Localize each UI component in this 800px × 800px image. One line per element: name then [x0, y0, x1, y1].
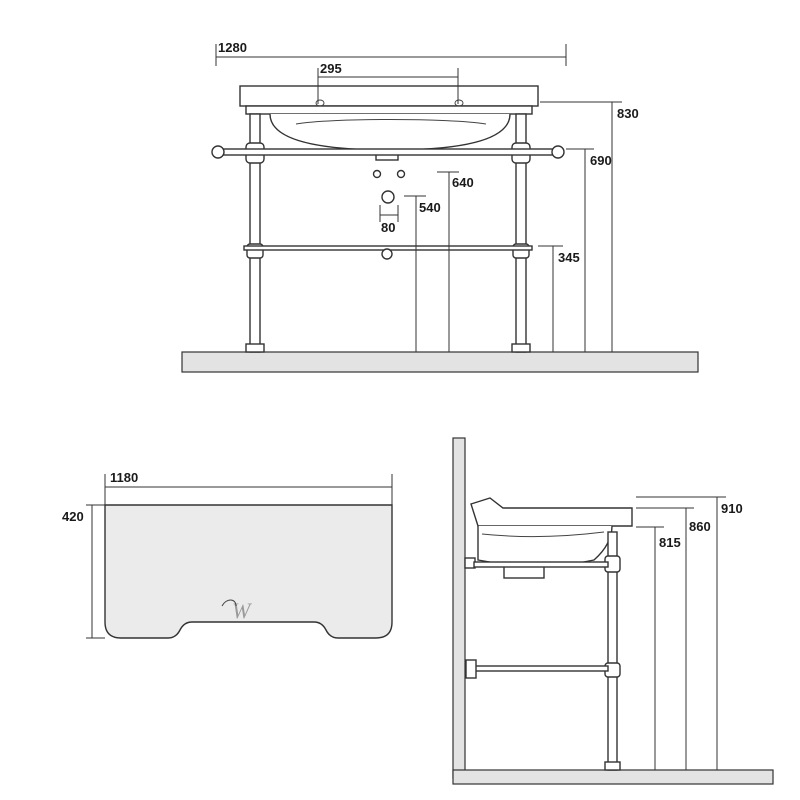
side-basin-top [470, 497, 633, 527]
dim-label-420: 420 [62, 509, 84, 524]
basin-rim [245, 105, 533, 115]
inlet-right [396, 169, 406, 179]
side-shelf-rod [473, 665, 609, 672]
rail-end-left [211, 145, 225, 159]
dim-label-80: 80 [381, 220, 395, 235]
front-view: 1280 295 830 690 640 540 80 345 [181, 40, 699, 373]
rail-end-right [551, 145, 565, 159]
outlet [381, 190, 395, 204]
side-towel-rail [473, 561, 609, 568]
side-shelf-bracket [465, 659, 477, 679]
dim-label-1180: 1180 [110, 470, 138, 485]
inlet-left [372, 169, 382, 179]
wall [452, 437, 466, 779]
top-view: W 1180 420 [62, 470, 393, 639]
dim-label-815: 815 [659, 535, 681, 550]
front-floor [181, 351, 699, 373]
towel-rail [221, 148, 557, 156]
tap-hole-left [315, 99, 325, 107]
outlet-low [381, 248, 393, 260]
dim-label-640: 640 [452, 175, 474, 190]
side-basin-inner [481, 531, 605, 538]
foot-left [245, 343, 265, 353]
side-foot [604, 761, 621, 771]
foot-right [511, 343, 531, 353]
dim-label-295: 295 [320, 61, 342, 76]
basin-bowl-inner [295, 119, 487, 125]
side-drain [503, 565, 545, 579]
dim-label-540: 540 [419, 200, 441, 215]
dim-label-860: 860 [689, 519, 711, 534]
top-view-outline [104, 504, 393, 639]
dim-label-1280: 1280 [218, 40, 247, 55]
logo-mark: W [232, 598, 252, 623]
dim-label-690: 690 [590, 153, 612, 168]
dim-label-910: 910 [721, 501, 743, 516]
side-floor [452, 769, 774, 785]
basin-top [239, 85, 539, 107]
side-basin-bowl [477, 525, 613, 567]
dim-label-345: 345 [558, 250, 580, 265]
logo-swash [221, 599, 237, 607]
dim-label-830: 830 [617, 106, 639, 121]
side-view: 910 860 815 [452, 437, 774, 785]
tap-hole-right [454, 99, 464, 107]
